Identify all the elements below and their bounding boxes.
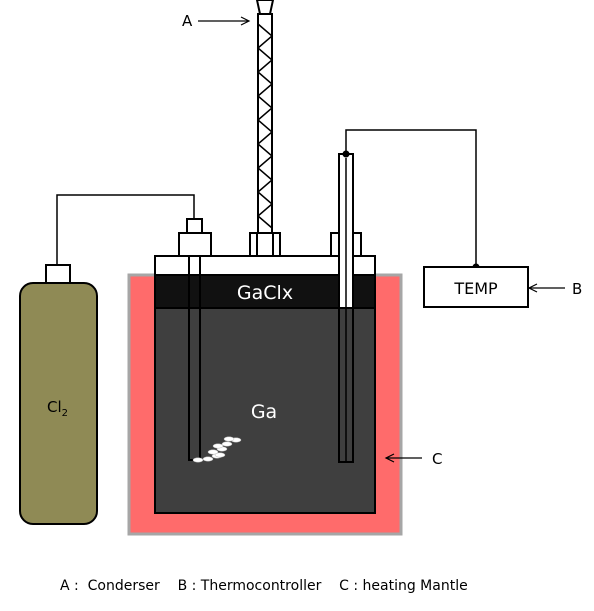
marker-b: B	[572, 280, 582, 298]
marker-a: A	[182, 12, 193, 30]
temp-label: TEMP	[453, 279, 498, 298]
inlet-small-fitting	[186, 218, 203, 234]
condenser	[255, 0, 275, 234]
ga-label: Ga	[251, 401, 277, 423]
temp-controller-box	[423, 266, 529, 308]
gas-line	[56, 194, 195, 265]
marker-c: C	[432, 450, 442, 468]
condenser-fitting	[249, 232, 281, 257]
cl2-cylinder-valve	[45, 264, 71, 285]
condenser-top-cap	[255, 0, 275, 15]
gaclx-label: GaClx	[237, 282, 293, 304]
legend-caption: A : Conderser B : Thermocontroller C : h…	[60, 578, 468, 594]
gas-bubbles	[192, 436, 242, 463]
cl2-cylinder	[19, 282, 98, 525]
thermo-wire	[345, 129, 477, 267]
cl2-label: Cl2	[47, 398, 68, 419]
inlet-fitting	[178, 232, 212, 257]
